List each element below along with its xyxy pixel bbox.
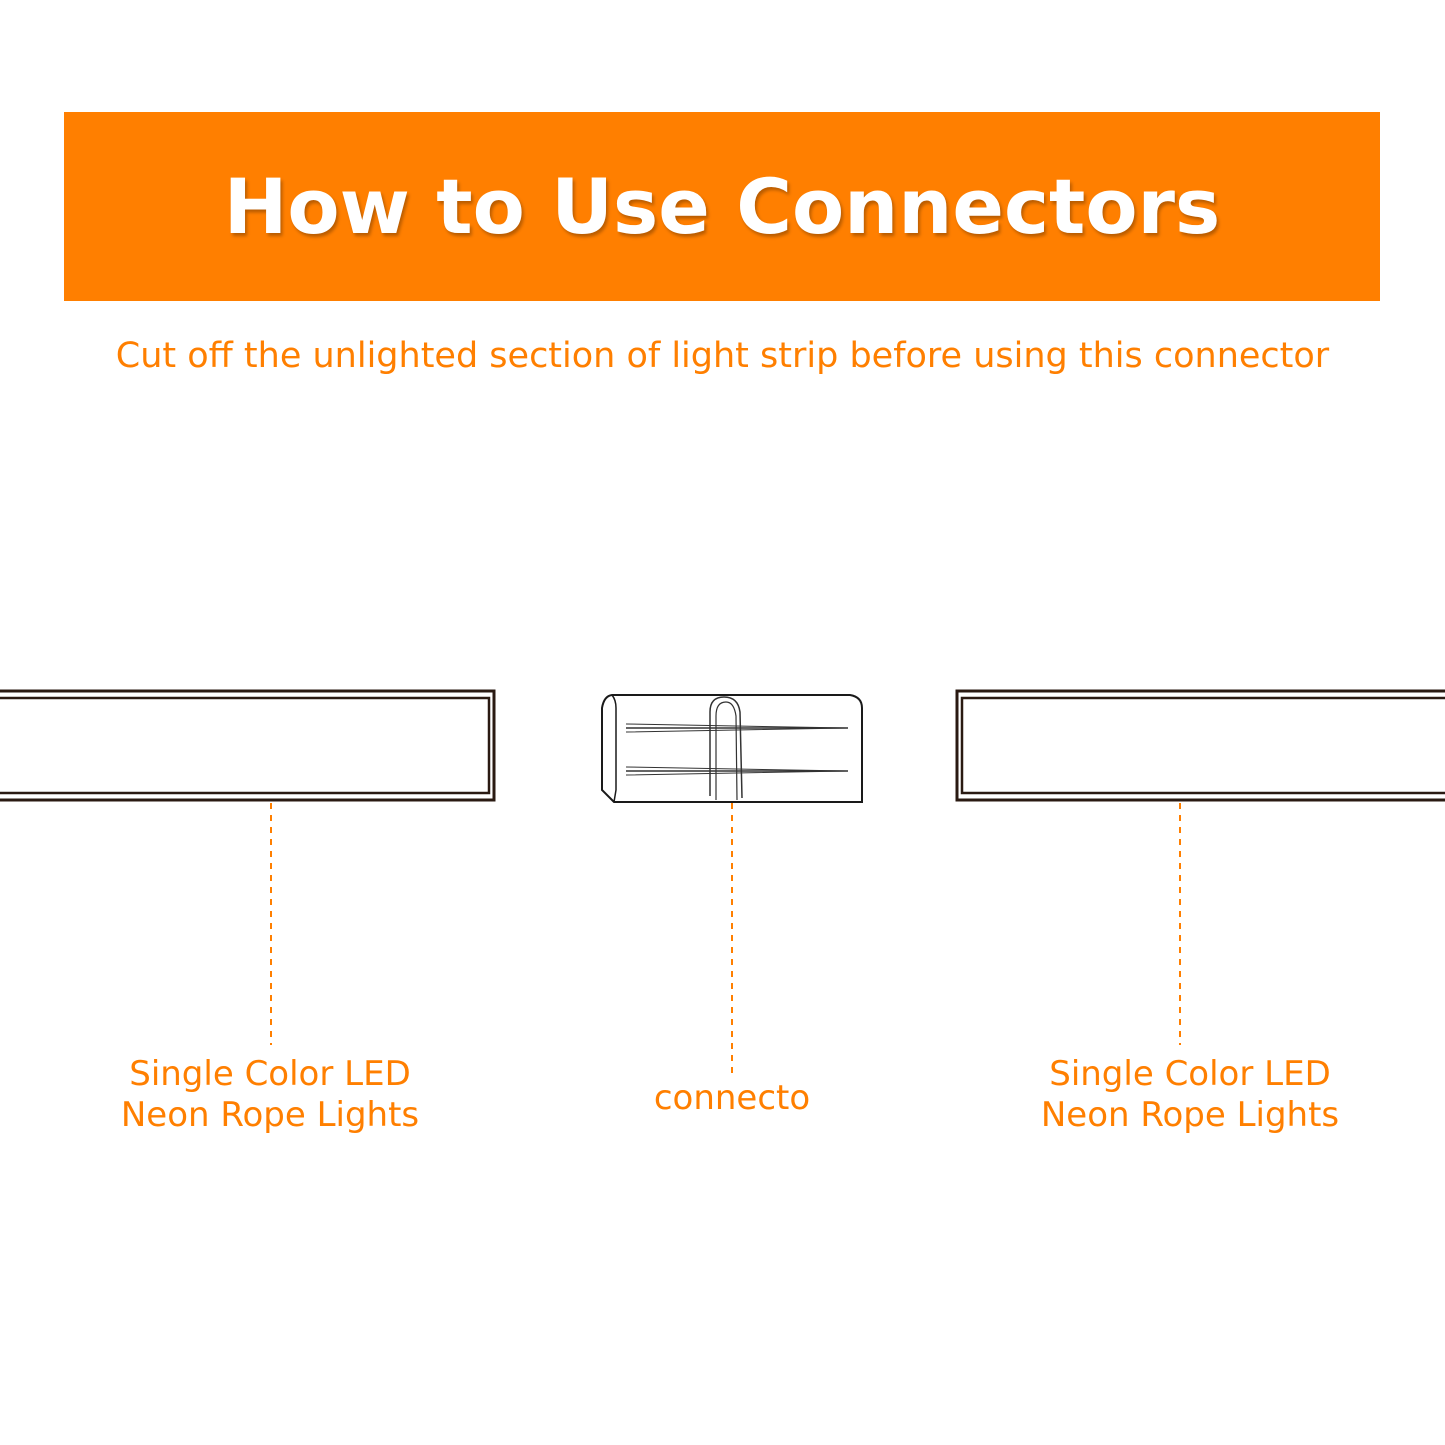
title-banner: How to Use Connectors	[64, 112, 1380, 301]
connector-label: connecto	[582, 1078, 882, 1119]
left-rope-label-line1: Single Color LED	[129, 1054, 411, 1094]
right-neon-rope-light	[955, 689, 1445, 802]
right-rope-label-line2: Neon Rope Lights	[1040, 1095, 1340, 1135]
left-neon-rope-light	[0, 689, 496, 802]
right-rope-label-line1: Single Color LED	[1049, 1054, 1331, 1094]
left-rope-label: Single Color LED Neon Rope Lights	[70, 1054, 470, 1136]
page-title: How to Use Connectors	[223, 162, 1221, 251]
connector-part	[601, 694, 863, 803]
connector-label-text: connecto	[653, 1078, 811, 1118]
right-rope-label: Single Color LED Neon Rope Lights	[990, 1054, 1390, 1136]
left-rope-label-line2: Neon Rope Lights	[120, 1095, 420, 1135]
instruction-text: Cut off the unlighted section of light s…	[115, 336, 1330, 376]
